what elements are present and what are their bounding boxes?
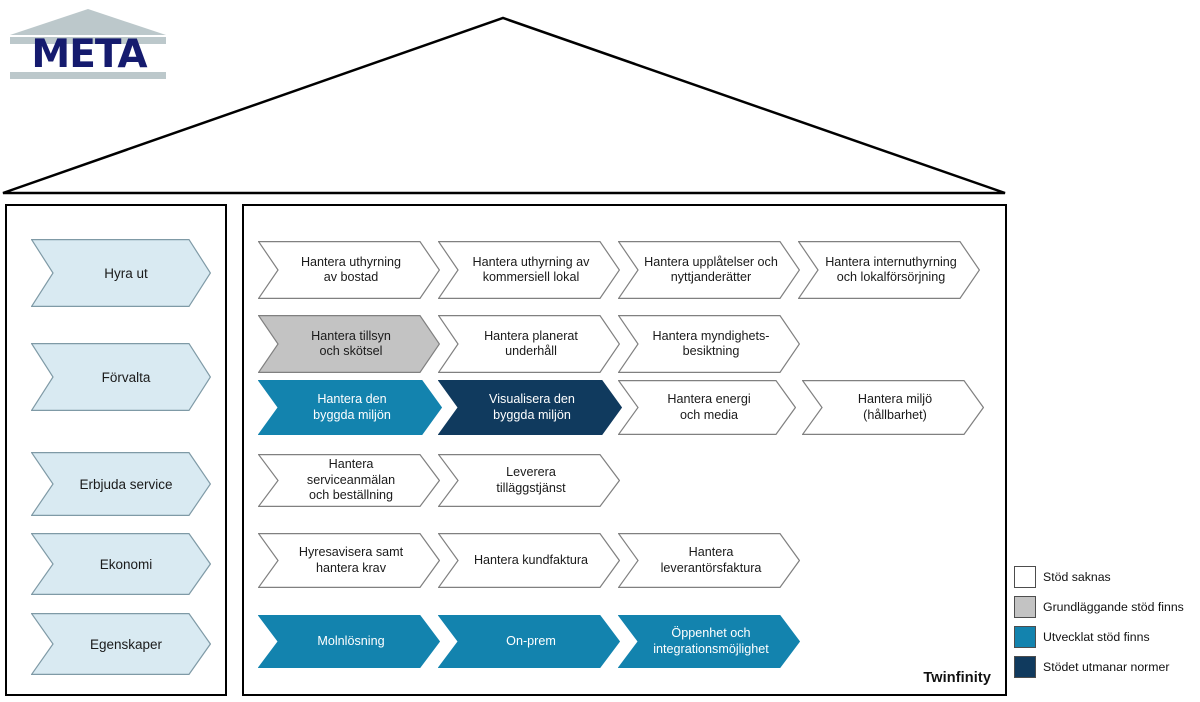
capability-chevron[interactable]: Visualisera den byggda miljön <box>438 380 622 435</box>
chevron-shape <box>31 239 211 307</box>
legend-swatch <box>1014 566 1036 588</box>
legend-label: Utvecklat stöd finns <box>1043 630 1150 644</box>
capability-chevron[interactable]: Leverera tilläggstjänst <box>438 454 620 507</box>
legend-item: Stödet utmanar normer <box>1014 654 1200 680</box>
capability-chevron[interactable]: Hantera den byggda miljön <box>258 380 442 435</box>
legend-item: Grundläggande stöd finns <box>1014 594 1200 620</box>
capability-chevron[interactable]: Hantera kundfaktura <box>438 533 620 588</box>
logo-bar-bottom <box>10 72 166 79</box>
capability-chevron[interactable]: Hantera internuthyrning och lokalförsörj… <box>798 241 980 299</box>
legend-swatch <box>1014 656 1036 678</box>
chevron-shape <box>31 452 211 516</box>
house-roof-shape <box>2 16 1006 195</box>
capability-chevron[interactable]: Hantera upplåtelser och nyttjanderätter <box>618 241 800 299</box>
capability-chevron[interactable]: Hantera tillsyn och skötsel <box>258 315 440 373</box>
capability-chevron[interactable]: Hantera serviceanmälan och beställning <box>258 454 440 507</box>
capability-chevron[interactable]: Hantera energi och media <box>618 380 796 435</box>
legend-item: Utvecklat stöd finns <box>1014 624 1200 650</box>
legend-swatch <box>1014 596 1036 618</box>
capability-chevron[interactable]: Hantera leverantörsfaktura <box>618 533 800 588</box>
value-stream-item[interactable]: Erbjuda service <box>31 452 211 516</box>
logo-bar-top <box>10 37 166 44</box>
value-stream-item[interactable]: Förvalta <box>31 343 211 411</box>
logo-roof-icon <box>10 9 166 35</box>
legend-swatch <box>1014 626 1036 648</box>
chevron-shape <box>31 343 211 411</box>
legend-label: Stödet utmanar normer <box>1043 660 1170 674</box>
capability-chevron[interactable]: Molnlösning <box>258 615 440 668</box>
capability-chevron[interactable]: Hantera uthyrning av kommersiell lokal <box>438 241 620 299</box>
capability-chevron[interactable]: Hantera uthyrning av bostad <box>258 241 440 299</box>
legend-item: Stöd saknas <box>1014 564 1200 590</box>
capability-chevron[interactable]: On-prem <box>438 615 620 668</box>
capability-chevron[interactable]: Hantera planerat underhåll <box>438 315 620 373</box>
chevron-shape <box>31 613 211 675</box>
legend-label: Stöd saknas <box>1043 570 1111 584</box>
capability-chevron[interactable]: Hantera miljö (hållbarhet) <box>802 380 984 435</box>
capability-chevron[interactable]: Hantera myndighets- besiktning <box>618 315 800 373</box>
logo-wordmark: META <box>31 32 147 77</box>
legend-label: Grundläggande stöd finns <box>1043 600 1184 614</box>
value-stream-item[interactable]: Ekonomi <box>31 533 211 595</box>
value-stream-item[interactable]: Hyra ut <box>31 239 211 307</box>
twinfinity-caption: Twinfinity <box>923 670 991 686</box>
meta-logo: META <box>8 8 168 80</box>
capability-chevron[interactable]: Hyresavisera samt hantera krav <box>258 533 440 588</box>
chevron-shape <box>31 533 211 595</box>
value-stream-item[interactable]: Egenskaper <box>31 613 211 675</box>
capability-chevron[interactable]: Öppenhet och integrationsmöjlighet <box>618 615 800 668</box>
